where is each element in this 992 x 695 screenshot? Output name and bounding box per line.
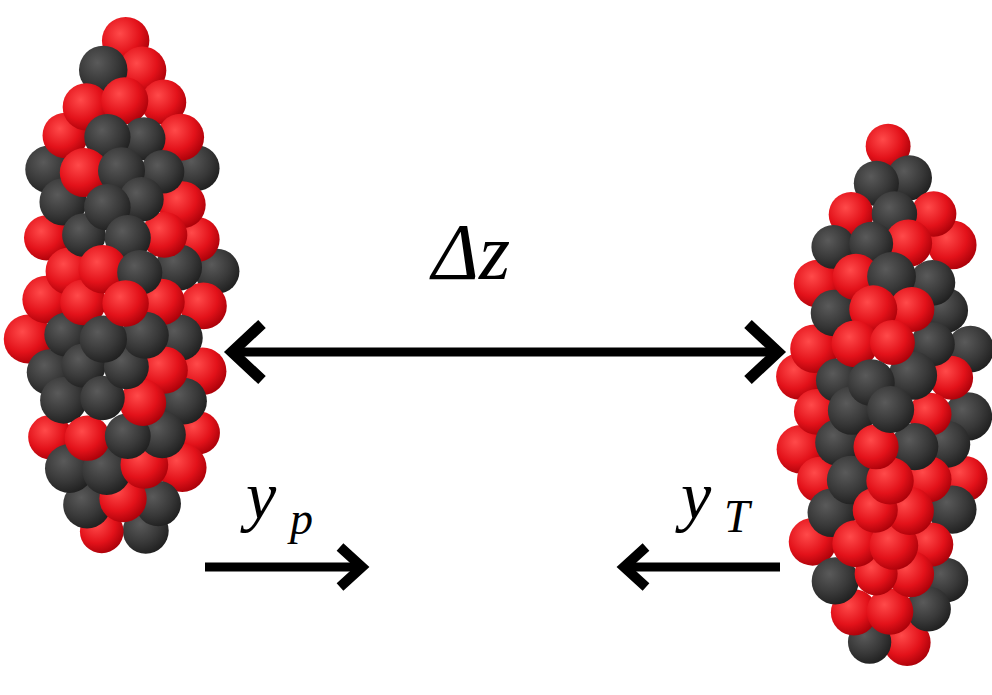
target-nucleus — [776, 124, 992, 666]
rapidity-subscript: p — [290, 496, 313, 542]
rapidity-symbol: y — [681, 462, 711, 530]
target-direction-arrow — [624, 547, 780, 587]
rapidity-subscript: T — [724, 494, 750, 540]
nucleon-sphere — [867, 386, 914, 433]
separation-arrow — [232, 324, 778, 380]
nucleon-sphere — [102, 280, 148, 326]
nucleon-sphere — [870, 320, 915, 365]
projectile-nucleus — [4, 17, 240, 554]
separation-label: Δz — [432, 212, 510, 292]
projectile-direction-arrow — [205, 547, 362, 587]
rapidity-symbol: y — [246, 462, 276, 530]
nucleon-sphere — [65, 415, 110, 460]
